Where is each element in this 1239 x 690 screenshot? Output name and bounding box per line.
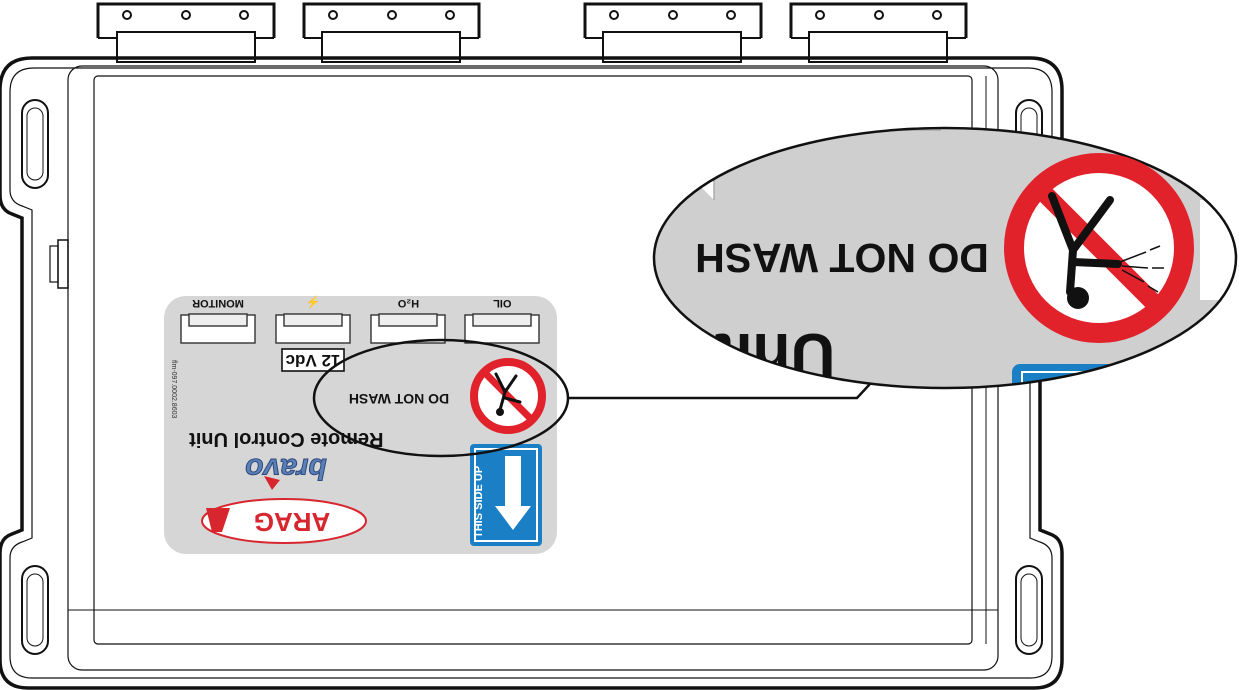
brand-name: ARAG bbox=[254, 507, 331, 537]
no-wash-sign-small bbox=[470, 358, 546, 434]
connector-label-power: ⚡ bbox=[306, 295, 321, 309]
top-connector-4 bbox=[789, 2, 968, 63]
up-arrow-icon bbox=[495, 456, 531, 530]
connector-label-monitor: MONITOR bbox=[192, 297, 244, 309]
this-side-up-badge: THIS SIDE UP bbox=[470, 444, 542, 546]
voltage-label: 12 Vdc bbox=[286, 351, 341, 370]
orientation-text: THIS SIDE UP bbox=[473, 466, 485, 538]
magnified-callout: Unit DO NOT WASH bbox=[652, 126, 1238, 390]
warning-small: DO NOT WASH bbox=[349, 391, 449, 407]
warning-large: DO NOT WASH bbox=[695, 235, 989, 281]
label-plate: MONITOR ⚡ H₂O OIL 12 Vdc flm-097.0002.86… bbox=[164, 295, 570, 554]
product-title: Remote Control Unit bbox=[189, 428, 384, 450]
bravo-logo-accent bbox=[264, 476, 280, 490]
zoom-title-fragment: Unit bbox=[715, 320, 836, 389]
person-washing-icon-large bbox=[1048, 192, 1122, 296]
top-connector-3 bbox=[583, 2, 763, 63]
top-connector-1 bbox=[96, 2, 276, 63]
connector-label-oil: OIL bbox=[493, 297, 512, 309]
top-connector-2 bbox=[302, 2, 481, 63]
no-wash-sign-large bbox=[1004, 153, 1194, 343]
brand-swoosh bbox=[206, 508, 230, 532]
person-washing-icon bbox=[494, 372, 522, 412]
brand-logo: ARAG bbox=[201, 498, 367, 544]
connector-sockets bbox=[180, 313, 540, 344]
water-spray-icon bbox=[1119, 245, 1164, 293]
part-code: flm-097.0002.8603 bbox=[170, 360, 177, 418]
bravo-logo: bravo bbox=[245, 452, 327, 485]
connector-label-water: H₂O bbox=[397, 297, 419, 309]
